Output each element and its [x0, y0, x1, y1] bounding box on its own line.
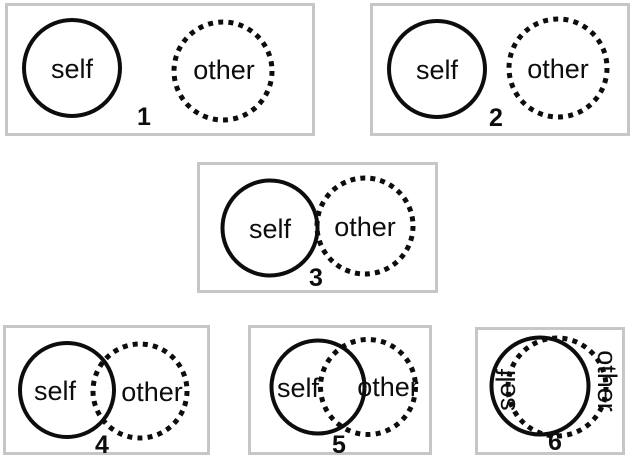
- panel-3-canvas: self other 3: [197, 162, 438, 293]
- other-label: other: [357, 372, 419, 402]
- other-label: other: [193, 55, 255, 85]
- other-circle: [505, 335, 609, 439]
- other-circle: [314, 175, 416, 277]
- self-circle: [220, 178, 320, 278]
- other-circle: [90, 341, 190, 441]
- panel-6: self other 6: [475, 327, 625, 455]
- other-circle: [318, 337, 418, 437]
- self-circle: [22, 18, 122, 118]
- panel-frame: [197, 162, 438, 293]
- panel-frame: [3, 325, 210, 455]
- other-label: other: [121, 377, 183, 407]
- panel-2-canvas: self other 2: [370, 3, 630, 136]
- panel-6-canvas: self other 6: [475, 327, 625, 455]
- self-label: self: [277, 373, 320, 403]
- self-circle: [269, 338, 367, 436]
- panel-2: self other 2: [370, 3, 630, 136]
- panel-number: 3: [309, 264, 323, 292]
- self-label: self: [249, 214, 292, 244]
- other-circle: [506, 16, 610, 120]
- self-circle: [489, 335, 591, 437]
- panel-1: self other 1: [5, 3, 315, 136]
- self-circle: [18, 341, 116, 439]
- panel-5: self other 5: [248, 325, 432, 455]
- self-label: self: [34, 376, 77, 406]
- panel-1-canvas: self other 1: [5, 3, 315, 136]
- panel-3: self other 3: [197, 162, 438, 293]
- panel-4-canvas: self other 4: [3, 325, 210, 455]
- other-label: other: [334, 212, 396, 242]
- panel-number: 4: [95, 431, 109, 455]
- other-label: other: [527, 54, 589, 84]
- self-label: self: [491, 369, 521, 412]
- panel-number: 6: [548, 428, 562, 455]
- panel-number: 2: [489, 104, 503, 132]
- self-label: self: [51, 54, 94, 84]
- panel-5-canvas: self other 5: [248, 325, 432, 455]
- panel-4: self other 4: [3, 325, 210, 455]
- panel-number: 1: [137, 103, 151, 131]
- self-label: self: [416, 55, 459, 85]
- panel-number: 5: [332, 431, 346, 455]
- other-circle: [171, 19, 275, 123]
- other-label: other: [592, 350, 622, 412]
- self-circle: [387, 19, 487, 119]
